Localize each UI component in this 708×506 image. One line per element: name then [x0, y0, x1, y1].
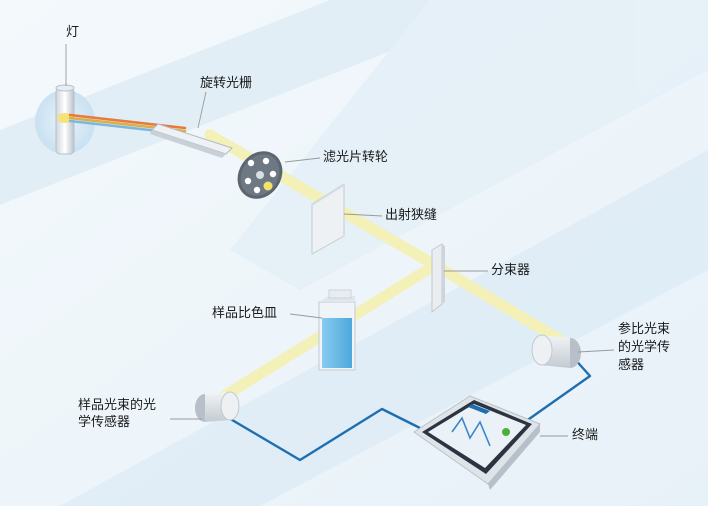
sample-cuvette: [318, 289, 356, 371]
terminal: [413, 395, 541, 490]
terminal-label: 终端: [572, 428, 599, 443]
reference-sensor-label-line1: 参比光束: [618, 322, 671, 337]
filter-wheel: [237, 151, 283, 199]
exit-slit-label: 出射狭缝: [385, 208, 438, 223]
exit-slit: [311, 183, 345, 255]
rotating-grating: [150, 123, 233, 158]
beam-splitter: [431, 243, 445, 314]
reference-sensor: [531, 334, 581, 368]
lamp-label: 灯: [66, 25, 80, 40]
sample-sensor-label-line1: 样品光束的光: [78, 398, 157, 413]
reference-sensor-label-line3: 感器: [618, 358, 645, 373]
rotating-grating-label: 旋转光栅: [200, 76, 253, 91]
sample-sensor-label-line2: 学传感器: [78, 415, 131, 430]
reference-sensor-label-line2: 的光学传: [618, 340, 671, 355]
filter-wheel-label: 滤光片转轮: [323, 150, 389, 165]
sample-cuvette-label: 样品比色皿: [212, 306, 278, 321]
beam-splitter-label: 分束器: [491, 263, 531, 278]
leader-lines: [65, 44, 615, 437]
sample-sensor: [195, 391, 240, 422]
